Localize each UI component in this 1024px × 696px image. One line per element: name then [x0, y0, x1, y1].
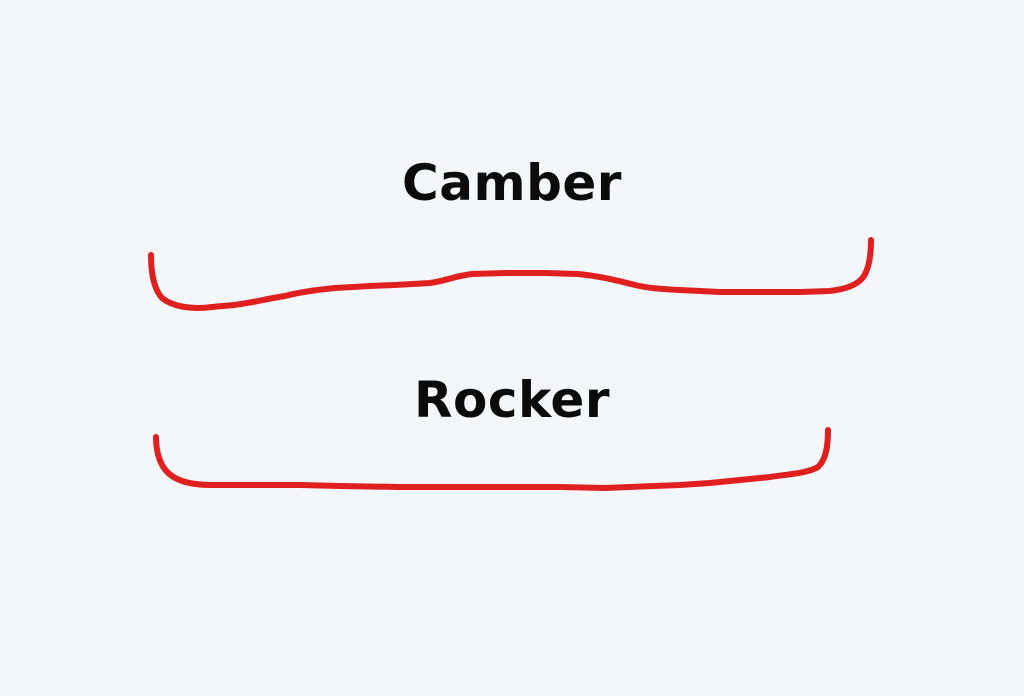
rocker-label: Rocker [414, 371, 610, 429]
camber-label: Camber [402, 154, 622, 212]
camber-profile-line [148, 237, 874, 311]
rocker-profile-line [153, 427, 831, 491]
